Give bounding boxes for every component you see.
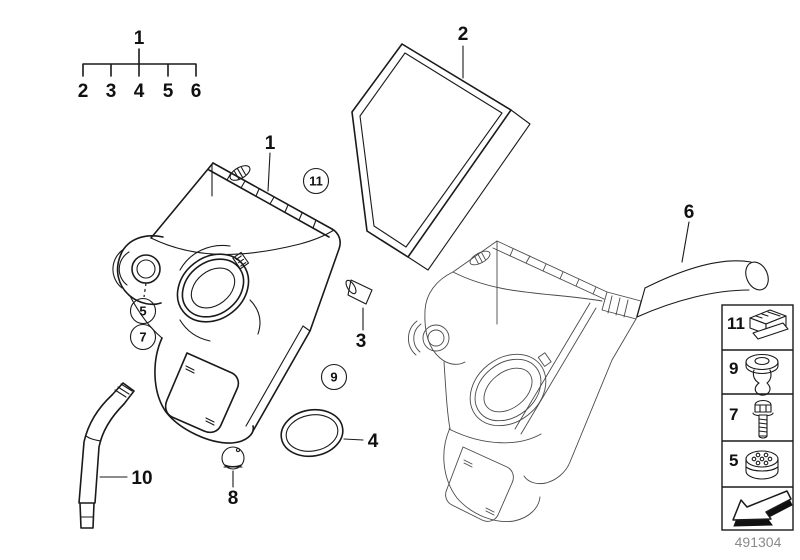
- callout-hose-label[interactable]: 10: [131, 468, 152, 489]
- direction-arrow-icon: [732, 490, 793, 527]
- legend-child-4[interactable]: 4: [134, 81, 145, 102]
- grommet-plug-icon: [745, 353, 779, 396]
- circled-5-label[interactable]: 5: [139, 304, 146, 319]
- parts-panel: 11 9 7: [721, 304, 794, 531]
- callout-plug[interactable]: 8: [228, 470, 239, 509]
- callout-housing[interactable]: 1: [265, 133, 276, 192]
- parts-panel-item-5: 5: [729, 450, 779, 480]
- circled-callout-7[interactable]: 7: [129, 323, 157, 351]
- callout-elbow-label[interactable]: 3: [356, 331, 367, 352]
- panel-9-label[interactable]: 9: [729, 359, 738, 378]
- plug-drawing: [221, 446, 245, 470]
- parts-panel-item-7: 7: [729, 399, 774, 439]
- leader-dashed-5: [143, 282, 147, 298]
- parts-panel-item-arrow: [732, 490, 793, 527]
- callout-duct-label[interactable]: 6: [684, 202, 695, 223]
- housing-cap-detail: [229, 165, 251, 181]
- legend-child-3[interactable]: 3: [106, 81, 117, 102]
- hex-bolt-icon: [752, 399, 774, 439]
- retaining-clip-icon: [749, 309, 789, 340]
- circled-7-label[interactable]: 7: [139, 330, 146, 345]
- o-ring-drawing: [280, 408, 344, 458]
- panel-5-label[interactable]: 5: [729, 451, 738, 470]
- circled-callout-9[interactable]: 9: [320, 363, 348, 391]
- callout-housing-label[interactable]: 1: [265, 133, 276, 154]
- rubber-mount-icon: [745, 450, 779, 480]
- intake-silencer-secondary-drawing: [408, 240, 642, 523]
- intake-silencer-drawing: [112, 162, 341, 444]
- callout-filter[interactable]: 2: [458, 24, 469, 79]
- circled-9-label[interactable]: 9: [330, 370, 337, 385]
- elbow-hose-drawing: [345, 279, 373, 305]
- parts-panel-item-11: 11: [727, 309, 789, 340]
- legend-tree-lines: [82, 48, 197, 77]
- circled-callout-11[interactable]: 11: [302, 167, 330, 195]
- hose-clamp-screw: [232, 251, 250, 270]
- callout-oring-label[interactable]: 4: [368, 431, 379, 452]
- panel-11-label[interactable]: 11: [727, 314, 745, 333]
- circled-11-label[interactable]: 11: [309, 174, 323, 189]
- parts-panel-item-9: 9: [729, 353, 779, 396]
- legend-child-5[interactable]: 5: [163, 81, 174, 102]
- callout-hose[interactable]: 10: [99, 468, 153, 489]
- callout-plug-label[interactable]: 8: [228, 488, 239, 509]
- filter-element-drawing: [351, 43, 531, 271]
- circled-callout-5[interactable]: 5: [129, 297, 157, 325]
- panel-7-label[interactable]: 7: [729, 405, 738, 424]
- legend-child-6[interactable]: 6: [191, 81, 202, 102]
- callout-elbow[interactable]: 3: [356, 307, 367, 352]
- callout-duct[interactable]: 6: [681, 202, 695, 263]
- callout-oring[interactable]: 4: [343, 431, 379, 452]
- vent-hose-drawing: [78, 382, 135, 529]
- diagram-number: 491304: [735, 534, 782, 550]
- legend-tree: 1 2 3 4 5 6: [78, 28, 202, 102]
- legend-root-label[interactable]: 1: [134, 28, 145, 49]
- callout-filter-label[interactable]: 2: [458, 24, 469, 45]
- air-duct-drawing: [636, 260, 769, 318]
- legend-child-2[interactable]: 2: [78, 81, 89, 102]
